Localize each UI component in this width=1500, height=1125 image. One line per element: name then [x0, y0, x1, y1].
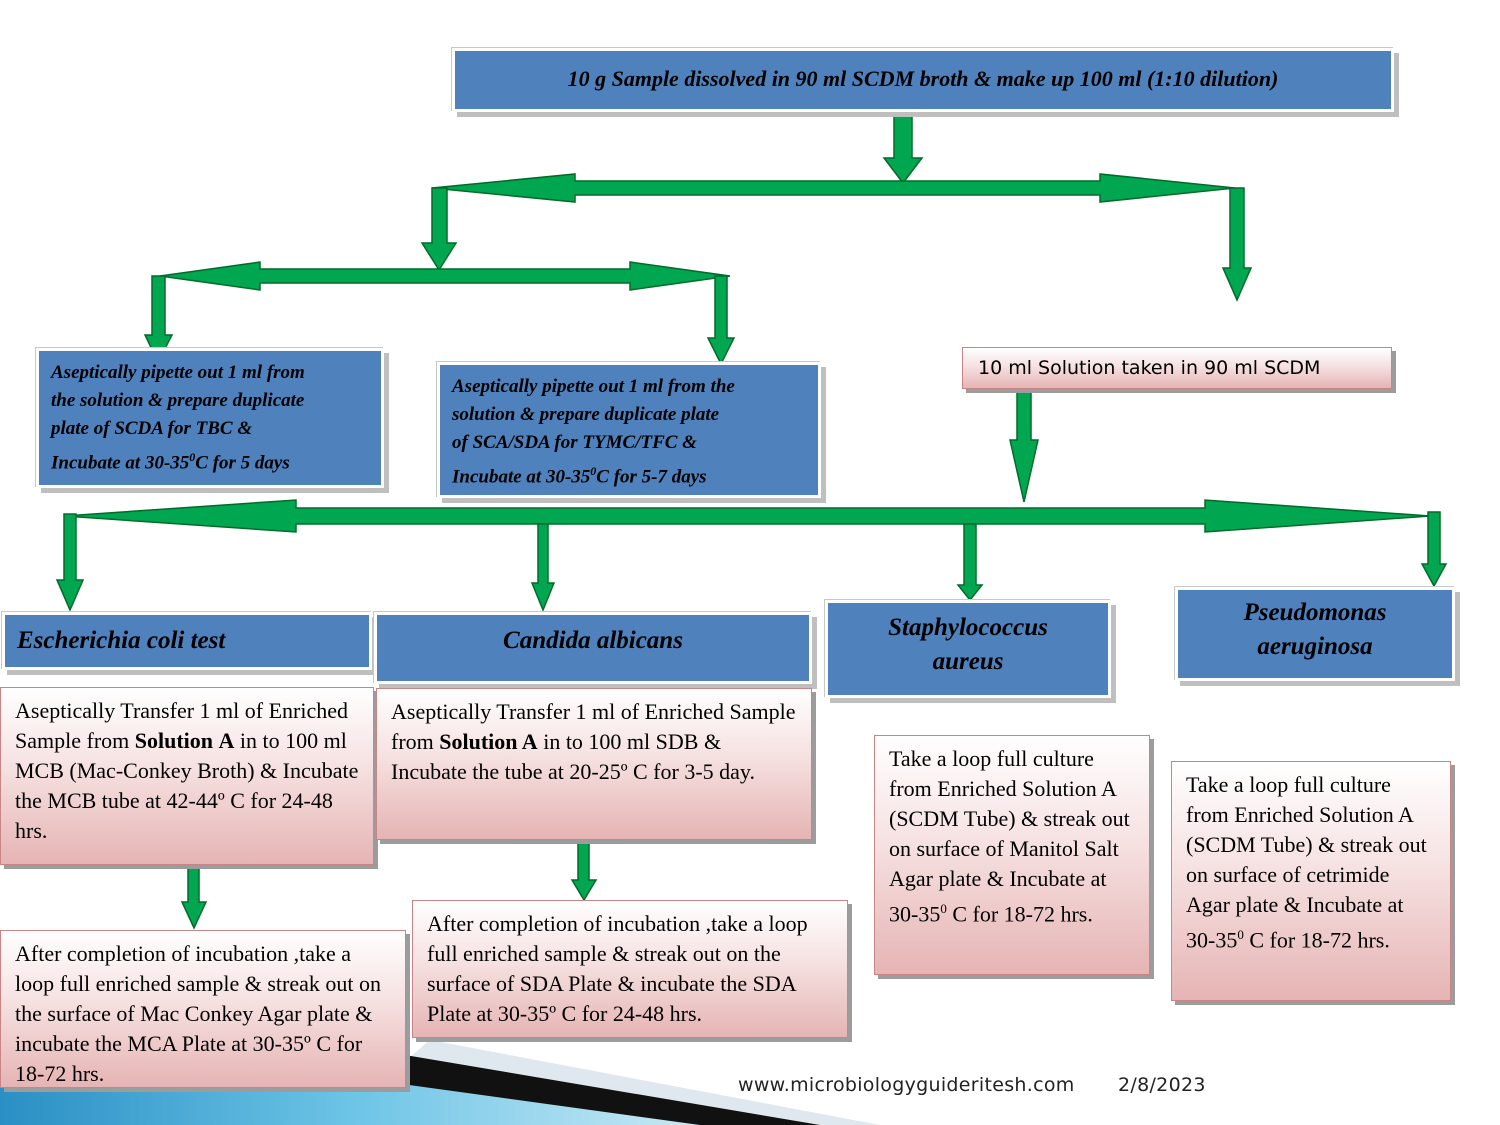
- arrow-down-right-branch: [1221, 187, 1253, 302]
- staph-plating-step: Take a loop full culture from Enriched S…: [874, 735, 1150, 975]
- tymc-line: of SCA/SDA for TYMC/TFC &: [452, 432, 697, 453]
- footer-date: 2/8/2023: [1118, 1074, 1206, 1096]
- ecoli-heading: Escherichia coli test: [2, 612, 372, 670]
- candida-heading: Candida albicans: [374, 612, 812, 684]
- pseudo-heading-line: aeruginosa: [1257, 633, 1373, 660]
- arrow-down-left-branch: [420, 187, 458, 272]
- staph-heading-line: Staphylococcus: [888, 614, 1048, 641]
- ecoli-plating-step: After completion of incubation ,take a l…: [0, 930, 406, 1088]
- arrow-double-lower: [63, 499, 1431, 533]
- arrow-down-ecoli-step: [180, 863, 208, 930]
- arrow-down-pseudo: [1420, 511, 1448, 588]
- candida-plating-step: After completion of incubation ,take a l…: [412, 900, 848, 1038]
- tbc-line: the solution & prepare duplicate: [51, 390, 305, 411]
- arrow-down-candida-step: [570, 839, 598, 902]
- sample-preparation-text: 10 g Sample dissolved in 90 ml SCDM brot…: [567, 66, 1279, 91]
- pseudo-plating-step: Take a loop full culture from Enriched S…: [1171, 761, 1451, 1001]
- arrow-double-second: [159, 261, 731, 291]
- arrow-down-main: [882, 111, 924, 185]
- tymc-line: Incubate at 30-350C for 5-7 days: [452, 464, 707, 488]
- ecoli-heading-text: Escherichia coli test: [17, 627, 226, 654]
- tbc-line: plate of SCDA for TBC &: [51, 418, 253, 439]
- arrow-down-staph: [956, 523, 984, 602]
- staph-heading-line: aureus: [932, 648, 1004, 675]
- footer-url: www.microbiologyguideritesh.com: [738, 1074, 1075, 1096]
- tbc-line: Incubate at 30-350C for 5 days: [51, 450, 290, 474]
- tbc-box: Aseptically pipette out 1 ml from the so…: [36, 348, 384, 488]
- scdm-dilution-box: 10 ml Solution taken in 90 ml SCDM: [962, 347, 1392, 389]
- arrow-down-candida: [530, 523, 556, 612]
- candida-heading-text: Candida albicans: [503, 627, 683, 654]
- candida-enrichment-step: Aseptically Transfer 1 ml of Enriched Sa…: [376, 688, 812, 840]
- arrow-down-ecoli: [55, 513, 85, 612]
- ecoli-enrichment-step: Aseptically Transfer 1 ml of Enriched Sa…: [0, 687, 374, 865]
- tymc-line: Aseptically pipette out 1 ml from the: [452, 376, 735, 397]
- scdm-dilution-text: 10 ml Solution taken in 90 ml SCDM: [978, 357, 1321, 379]
- pseudo-heading-line: Pseudomonas: [1243, 599, 1387, 626]
- tymc-box: Aseptically pipette out 1 ml from the so…: [437, 362, 821, 498]
- pseudo-heading: Pseudomonas aeruginosa: [1175, 587, 1455, 681]
- arrow-down-tymc: [706, 275, 736, 366]
- tbc-line: Aseptically pipette out 1 ml from: [51, 362, 305, 383]
- arrow-down-scdm: [1009, 386, 1039, 503]
- arrow-double-upper: [431, 173, 1236, 203]
- staph-heading: Staphylococcus aureus: [825, 600, 1111, 698]
- tymc-line: solution & prepare duplicate plate: [452, 404, 720, 425]
- sample-preparation-box: 10 g Sample dissolved in 90 ml SCDM brot…: [452, 48, 1394, 112]
